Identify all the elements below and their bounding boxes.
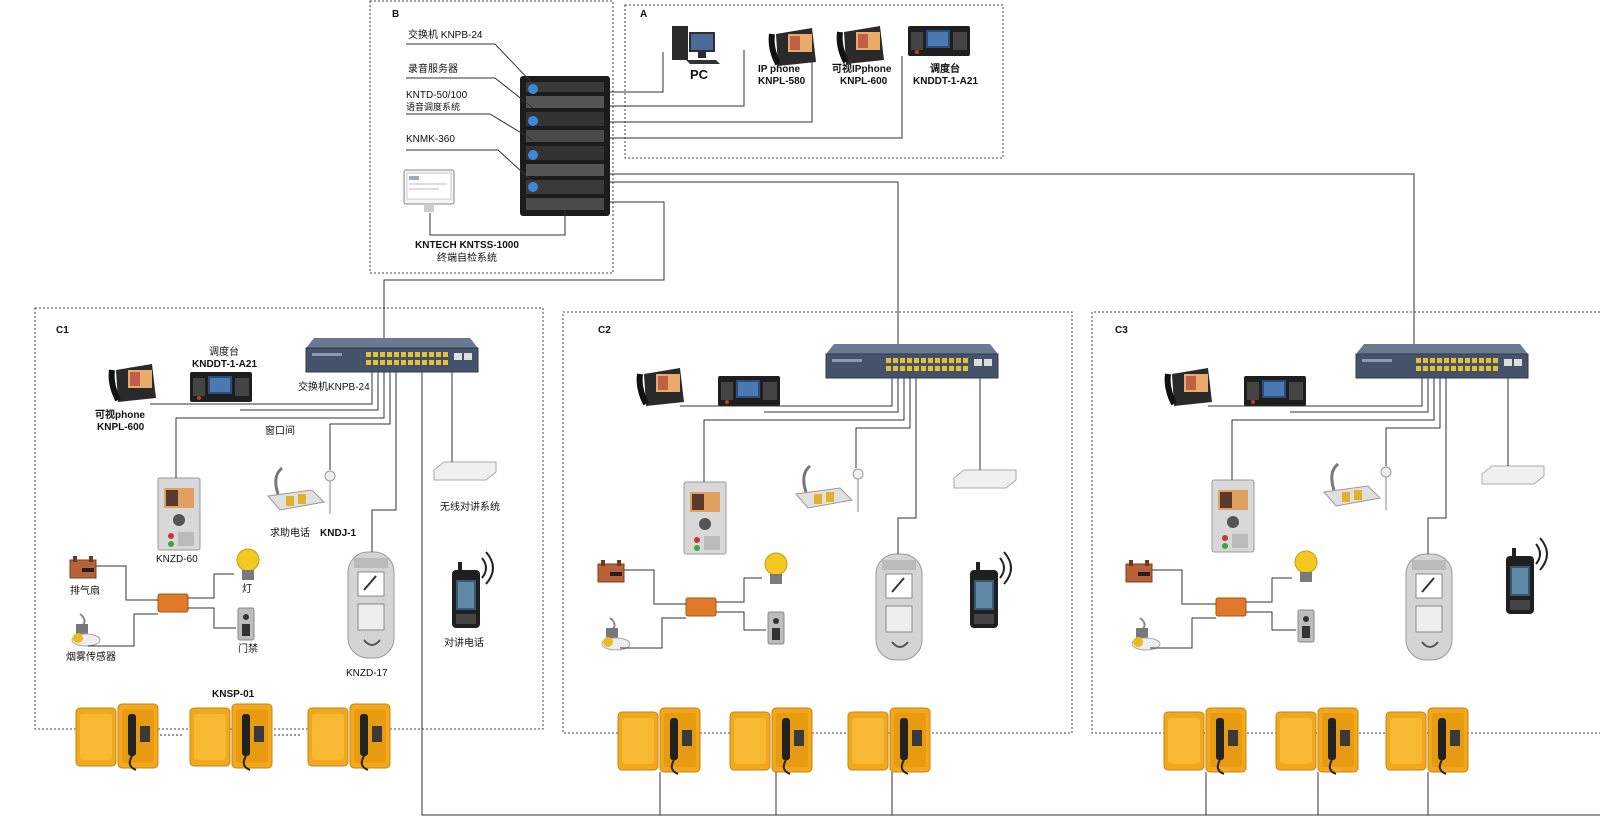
knzd60-c1-icon xyxy=(157,477,201,551)
knsp-label: KNSP-01 xyxy=(212,689,255,700)
knzd60-label: KNZD-60 xyxy=(156,554,198,565)
zone-b-box xyxy=(369,0,614,274)
self-check-label-1: KNTECH KNTSS-1000 xyxy=(415,240,519,251)
zone-c1-box xyxy=(34,307,544,730)
help-phone-c3-icon xyxy=(1322,462,1393,512)
help-phone-c1-icon xyxy=(266,466,337,516)
rack-label-knmk: KNMK-360 xyxy=(406,134,455,145)
kndj-label: KNDJ-1 xyxy=(320,528,357,539)
zone-c2-label: C2 xyxy=(598,325,611,336)
intercom-label: 对讲电话 xyxy=(444,636,484,649)
knzd17-c2-icon xyxy=(875,553,923,661)
dispatch-console-c3-icon xyxy=(1244,376,1306,406)
rack-label-dispatch-1: KNTD-50/100 xyxy=(406,90,468,101)
wireless-base-c1-icon xyxy=(433,461,497,481)
wireless-base-c2-icon xyxy=(953,469,1017,489)
door-access-c1-icon xyxy=(237,607,255,641)
smoke-sensor-c3-icon xyxy=(1131,617,1161,651)
emergency-phone-c3-3 xyxy=(1385,707,1469,775)
door-label: 门禁 xyxy=(238,642,258,655)
video-phone-c1-icon xyxy=(112,364,156,402)
exhaust-label: 排气扇 xyxy=(70,584,100,597)
radio-c1-icon xyxy=(451,551,494,629)
zone-b-label: B xyxy=(392,9,399,20)
help-phone-label: 求助电话 xyxy=(270,526,310,539)
zone-c1-label: C1 xyxy=(56,325,69,336)
video-phone-c3-icon xyxy=(1168,368,1212,406)
smoke-sensor-c2-icon xyxy=(601,617,631,651)
exhaust-fan-c2-icon xyxy=(597,559,625,583)
zone-a-label: A xyxy=(640,9,647,20)
video-phone-c2-icon xyxy=(640,368,684,406)
dispatch-console-c2-icon xyxy=(718,376,780,406)
pc-computer xyxy=(672,26,720,64)
console-a-label-1: 调度台 xyxy=(930,62,960,75)
dispatch-console-a-icon xyxy=(908,26,970,56)
zone-c3-label: C3 xyxy=(1115,325,1128,336)
rack-label-dispatch-2: 语音调度系统 xyxy=(406,101,460,112)
c1-phone-label-1: 可视phone xyxy=(95,408,145,421)
rack-label-recorder: 录音服务器 xyxy=(408,62,458,75)
switch-c1-icon xyxy=(305,337,479,373)
wireless-label: 无线对讲系统 xyxy=(440,500,500,513)
emergency-phone-c2-2 xyxy=(729,707,813,775)
c1-console-label-2: KNDDT-1-A21 xyxy=(192,359,257,370)
knzd17-c1-icon xyxy=(347,551,395,659)
door-access-c3-icon xyxy=(1297,609,1315,643)
radio-c3-icon xyxy=(1505,537,1548,615)
knzd17-c3-icon xyxy=(1405,553,1453,661)
ip-phone-label-2: KNPL-580 xyxy=(758,76,806,87)
emergency-phone-c1-2 xyxy=(189,703,273,771)
wireless-base-c3-icon xyxy=(1481,465,1545,485)
emergency-phone-c1-1 xyxy=(75,703,159,771)
ip-phone-icon xyxy=(772,28,816,66)
pc-label: PC xyxy=(690,67,709,82)
emergency-phone-c2-1 xyxy=(617,707,701,775)
emergency-phone-c2-3 xyxy=(847,707,931,775)
video-ip-phone-label-1: 可视IPphone xyxy=(832,62,892,75)
emergency-phone-c1-3 xyxy=(307,703,391,771)
junction-box-c3-icon xyxy=(1215,597,1247,617)
dispatch-console-c1-icon xyxy=(190,372,252,402)
smoke-sensor-c1-icon xyxy=(71,613,101,647)
light-bulb-c3-icon xyxy=(1294,550,1318,583)
emergency-phone-c3-1 xyxy=(1163,707,1247,775)
video-ip-phone-icon xyxy=(840,26,884,64)
ip-phone-label-1: IP phone xyxy=(758,64,800,75)
door-access-c2-icon xyxy=(767,611,785,645)
radio-c2-icon xyxy=(969,551,1012,629)
exhaust-fan-c1-icon xyxy=(69,555,97,579)
zone-a-box xyxy=(624,4,1004,159)
switch-c2-icon xyxy=(825,343,999,379)
junction-box-c2-icon xyxy=(685,597,717,617)
knzd60-c2-icon xyxy=(683,481,727,555)
zone-c3-box xyxy=(1091,311,1600,734)
switch-c3-icon xyxy=(1355,343,1529,379)
exhaust-fan-c3-icon xyxy=(1125,559,1153,583)
c1-phone-label-2: KNPL-600 xyxy=(97,422,145,433)
video-ip-phone-label-2: KNPL-600 xyxy=(840,76,888,87)
window-room-label: 窗口间 xyxy=(265,424,295,437)
zone-c2-box xyxy=(562,311,1073,734)
junction-box-c1-icon xyxy=(157,593,189,613)
help-phone-c2-icon xyxy=(794,464,865,514)
light-bulb-c2-icon xyxy=(764,552,788,585)
light-bulb-c1-icon xyxy=(236,548,260,581)
console-a-label-2: KNDDT-1-A21 xyxy=(913,76,978,87)
c1-console-label-1: 调度台 xyxy=(209,345,239,358)
smoke-label: 烟雾传感器 xyxy=(66,650,116,663)
emergency-phone-c3-2 xyxy=(1275,707,1359,775)
switch-c1-label: 交换机KNPB-24 xyxy=(298,380,370,393)
light-label: 灯 xyxy=(242,583,252,595)
rack-label-switch: 交换机 KNPB-24 xyxy=(408,28,483,41)
self-check-label-2: 终端自检系统 xyxy=(437,251,497,264)
self-check-monitor xyxy=(403,169,455,212)
server-rack xyxy=(520,76,610,216)
knzd60-c3-icon xyxy=(1211,479,1255,553)
knzd17-label: KNZD-17 xyxy=(346,668,388,679)
